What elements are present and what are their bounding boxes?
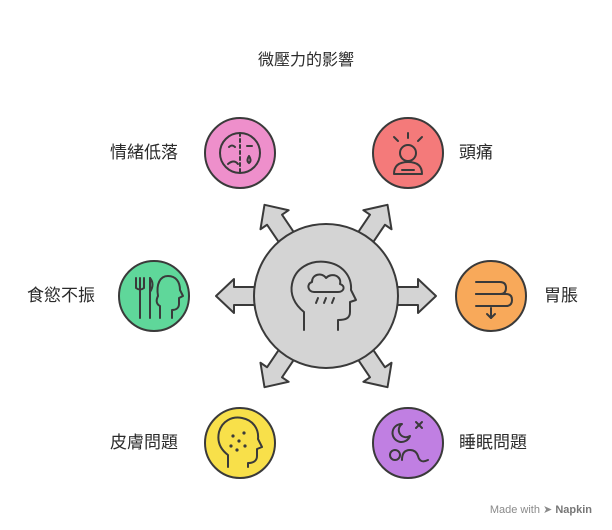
watermark-prefix: Made with: [489, 504, 540, 516]
skin-node: [204, 407, 276, 479]
sleep-circle: [372, 407, 444, 479]
stomach-node: [455, 260, 527, 332]
stressed-person-icon: [393, 132, 423, 175]
bloated-stomach-icon: [475, 281, 513, 319]
head-fork-knife-icon: [135, 275, 184, 319]
appetite-node: [118, 260, 190, 332]
appetite-circle: [118, 260, 190, 332]
watermark-brand: Napkin: [555, 504, 592, 516]
label-appetite: 食慾不振: [27, 286, 95, 306]
napkin-logo-icon: ➤: [543, 504, 553, 516]
center-circle: [253, 223, 399, 369]
label-headache: 頭痛: [459, 143, 493, 163]
label-low-mood: 情緒低落: [110, 143, 178, 163]
label-stomach: 胃脹: [544, 286, 578, 306]
moon-tossing-icon: [389, 421, 429, 463]
half-sad-face-icon: [219, 132, 261, 174]
head-spots-icon: [217, 416, 263, 468]
headache-circle: [372, 117, 444, 189]
head-raincloud-icon: [290, 260, 357, 331]
stomach-circle: [455, 260, 527, 332]
label-sleep: 睡眠問題: [459, 433, 527, 453]
diagram-title: 微壓力的影響: [257, 50, 354, 69]
spots: [229, 431, 247, 452]
sleep-node: [372, 407, 444, 479]
low-mood-node: [204, 117, 276, 189]
headache-node: [372, 117, 444, 189]
label-skin: 皮膚問題: [110, 433, 178, 453]
watermark: Made with ➤ Napkin: [490, 503, 592, 516]
